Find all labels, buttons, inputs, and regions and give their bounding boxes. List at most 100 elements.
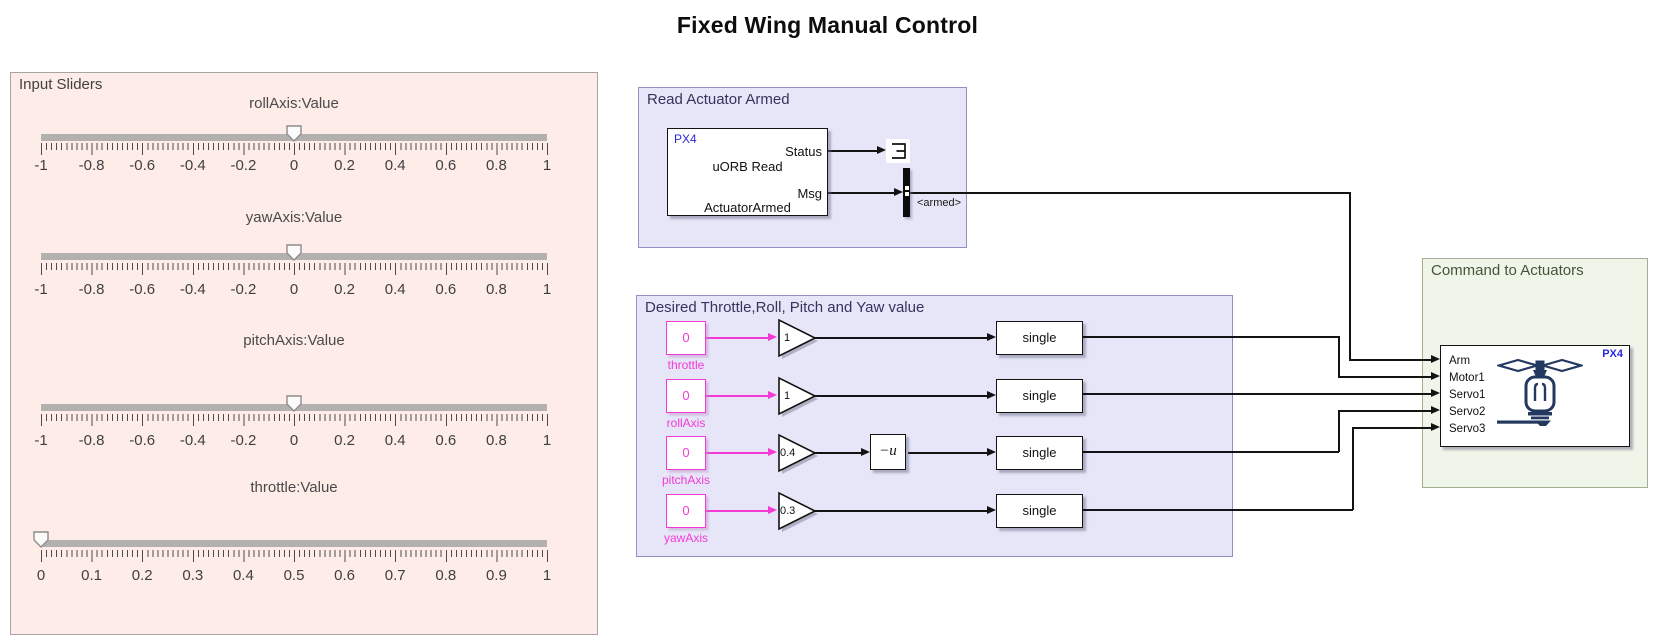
tick-label: 0 (36, 567, 46, 584)
tick-label: 1 (542, 567, 552, 584)
wire-gain2-arrow (987, 391, 996, 400)
tick-label: 0.6 (435, 432, 457, 449)
constant-label-yawaxis: yawAxis (663, 531, 708, 545)
wire-servo1[interactable] (1082, 393, 1432, 395)
wire-servo2-v[interactable] (1338, 410, 1340, 453)
port-arrow-servo1 (1431, 389, 1440, 398)
constant-block-rollaxis[interactable]: 0 (666, 379, 706, 413)
wire-motor1-v[interactable] (1338, 336, 1340, 378)
wire-yawaxis-arrow (768, 506, 777, 515)
bus-selector-port (904, 192, 909, 196)
constant-block-pitchaxis[interactable]: 0 (666, 436, 706, 470)
wire-gain4-out[interactable] (815, 510, 987, 512)
dtc-single-block-4[interactable]: single (996, 494, 1083, 528)
gain-block-rollaxis[interactable] (777, 376, 821, 425)
desired-values-area[interactable]: Desired Throttle,Roll, Pitch and Yaw val… (636, 295, 1233, 557)
constant-block-throttle[interactable]: 0 (666, 321, 706, 355)
port-label-servo1: Servo1 (1449, 389, 1486, 401)
armed-signal-label: <armed> (917, 197, 962, 209)
gain-value-throttle: 1 (784, 332, 791, 344)
dtc-single-block-3[interactable]: single (996, 436, 1083, 470)
tick-label: 0.6 (435, 157, 457, 174)
port-label-arm: Arm (1449, 355, 1471, 367)
tick-label: -0.6 (129, 432, 156, 449)
input-sliders-title: Input Sliders (19, 76, 103, 93)
wire-armed-h2[interactable] (1349, 359, 1432, 361)
drone-actuator-icon (1497, 358, 1583, 426)
wire-armed-h1[interactable] (910, 192, 1350, 194)
slider-throttle-thumb[interactable] (33, 531, 49, 548)
port-label-servo2: Servo2 (1449, 406, 1486, 418)
tick-label: 1 (542, 432, 552, 449)
model-title: Fixed Wing Manual Control (676, 12, 979, 38)
wire-armed-v[interactable] (1349, 192, 1351, 360)
uorb-read-block[interactable]: PX4 Status uORB Read Msg ActuatorArmed (667, 128, 828, 216)
gain-block-pitchaxis[interactable] (777, 433, 821, 482)
gain-block-throttle[interactable] (777, 318, 821, 367)
wire-gain3-out[interactable] (815, 452, 861, 454)
tick-label: -0.6 (129, 157, 156, 174)
tick-label: 0.7 (384, 567, 406, 584)
tick-label: 0.8 (485, 432, 507, 449)
dtc-single-block-1[interactable]: single (996, 321, 1083, 355)
wire-servo2-h2[interactable] (1338, 410, 1432, 412)
tick-label: 0.2 (334, 432, 356, 449)
constant-label-rollaxis: rollAxis (666, 416, 706, 430)
tick-label: -1 (34, 432, 48, 449)
constant-block-yawaxis[interactable]: 0 (666, 494, 706, 528)
tick-label: 0.6 (334, 567, 356, 584)
bus-selector-block[interactable] (903, 168, 910, 217)
wire-throttle[interactable] (706, 337, 768, 339)
wire-msg[interactable] (828, 192, 894, 194)
tick-label: 0.4 (384, 281, 406, 298)
tick-label: 1 (542, 281, 552, 298)
desired-values-title: Desired Throttle,Roll, Pitch and Yaw val… (645, 299, 925, 316)
wire-gain3-arrow (861, 448, 870, 457)
tick-label: 0.4 (384, 432, 406, 449)
tick-label: 0.6 (435, 281, 457, 298)
tick-label: 0.8 (435, 567, 457, 584)
wire-motor1-h1[interactable] (1082, 336, 1339, 338)
input-sliders-panel[interactable]: Input Sliders rollAxis:Value -1 -0.8 -0.6 -… (10, 72, 598, 635)
negate-block[interactable]: −u (870, 434, 906, 470)
wire-pitchaxis[interactable] (706, 452, 768, 454)
tick-label: 0.9 (485, 567, 507, 584)
gain-block-yawaxis[interactable] (777, 491, 821, 540)
dtc-single-block-2[interactable]: single (996, 379, 1083, 413)
wire-negate-out[interactable] (908, 452, 987, 454)
tick-label: -1 (34, 157, 48, 174)
gain-value-rollaxis: 1 (784, 390, 791, 402)
tick-label: 0.8 (485, 157, 507, 174)
wire-servo3-h1[interactable] (1082, 509, 1353, 511)
wire-servo3-h2[interactable] (1352, 427, 1432, 429)
wire-rollaxis[interactable] (706, 395, 768, 397)
tick-label: -0.4 (179, 157, 206, 174)
tick-label: 0 (289, 281, 299, 298)
port-arrow-motor1 (1431, 372, 1440, 381)
actuator-write-block[interactable]: PX4 Arm Motor1 Servo1 Servo2 Servo3 (1440, 345, 1630, 447)
wire-throttle-arrow (768, 333, 777, 342)
slider-rollaxis-label: rollAxis:Value (249, 95, 339, 112)
slider-yawaxis-thumb[interactable] (286, 244, 302, 261)
slider-rollaxis-thumb[interactable] (286, 125, 302, 142)
slider-throttle-track[interactable] (41, 540, 547, 547)
tick-label: -0.2 (230, 281, 257, 298)
wire-servo2-h1[interactable] (1082, 451, 1339, 453)
terminator-block[interactable] (886, 139, 910, 163)
wire-yawaxis[interactable] (706, 510, 768, 512)
port-arrow-servo2 (1431, 406, 1440, 415)
wire-motor1-h2[interactable] (1338, 376, 1432, 378)
tick-label: -0.8 (78, 281, 105, 298)
wire-gain1-out[interactable] (815, 337, 987, 339)
slider-pitchaxis-label: pitchAxis:Value (243, 332, 345, 349)
slider-pitchaxis-thumb[interactable] (286, 395, 302, 412)
gain-value-pitchaxis: 0.4 (780, 447, 796, 459)
wire-servo3-v[interactable] (1352, 427, 1354, 511)
wire-status-arrow (877, 146, 886, 155)
wire-gain2-out[interactable] (815, 395, 987, 397)
bus-selector-port (904, 186, 909, 190)
slider-throttle-ruler (41, 550, 548, 562)
wire-status[interactable] (828, 150, 877, 152)
